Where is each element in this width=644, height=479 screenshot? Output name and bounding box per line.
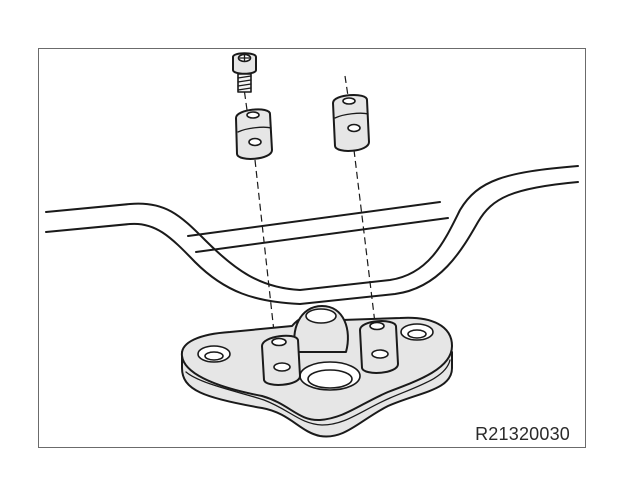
reference-code: R21320030 bbox=[475, 424, 570, 444]
handlebar bbox=[45, 165, 579, 305]
handlebar-riser-base bbox=[180, 305, 453, 438]
clamp-bolt bbox=[232, 52, 257, 93]
assembly-axis-lines bbox=[243, 75, 379, 351]
clamp-cap-left bbox=[235, 108, 273, 160]
clamp-cap-right bbox=[332, 94, 370, 152]
